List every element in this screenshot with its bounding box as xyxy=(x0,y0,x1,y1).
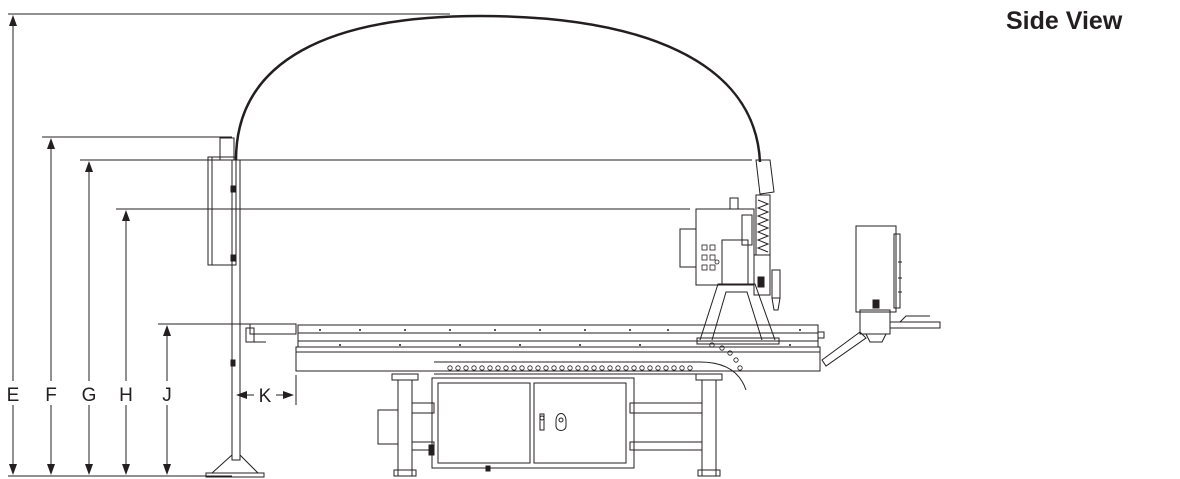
remote-controller-arm xyxy=(821,225,941,367)
frame-legs xyxy=(377,373,723,477)
dimension-label-j: J xyxy=(162,385,172,406)
dimension-label-e: E xyxy=(7,385,20,406)
view-title: Side View xyxy=(1006,7,1123,35)
cable-chain xyxy=(434,342,747,391)
dimension-label-backgrounds xyxy=(4,381,176,405)
dimension-labels: E F G H J xyxy=(7,385,172,406)
rail-bed xyxy=(245,323,825,372)
dimension-k: K xyxy=(240,375,297,407)
control-cabinet xyxy=(428,377,635,472)
dimension-label-g: G xyxy=(82,385,97,406)
carriage-stand xyxy=(696,283,780,345)
torch-head-assembly xyxy=(679,159,781,311)
dimension-lines xyxy=(8,13,752,477)
cable-boom-arc xyxy=(234,14,762,163)
dimension-label-k: K xyxy=(259,386,272,407)
dimension-label-f: F xyxy=(45,385,57,406)
support-post xyxy=(205,137,265,478)
dimension-label-h: H xyxy=(119,385,133,406)
dimension-arrowheads xyxy=(9,15,294,475)
